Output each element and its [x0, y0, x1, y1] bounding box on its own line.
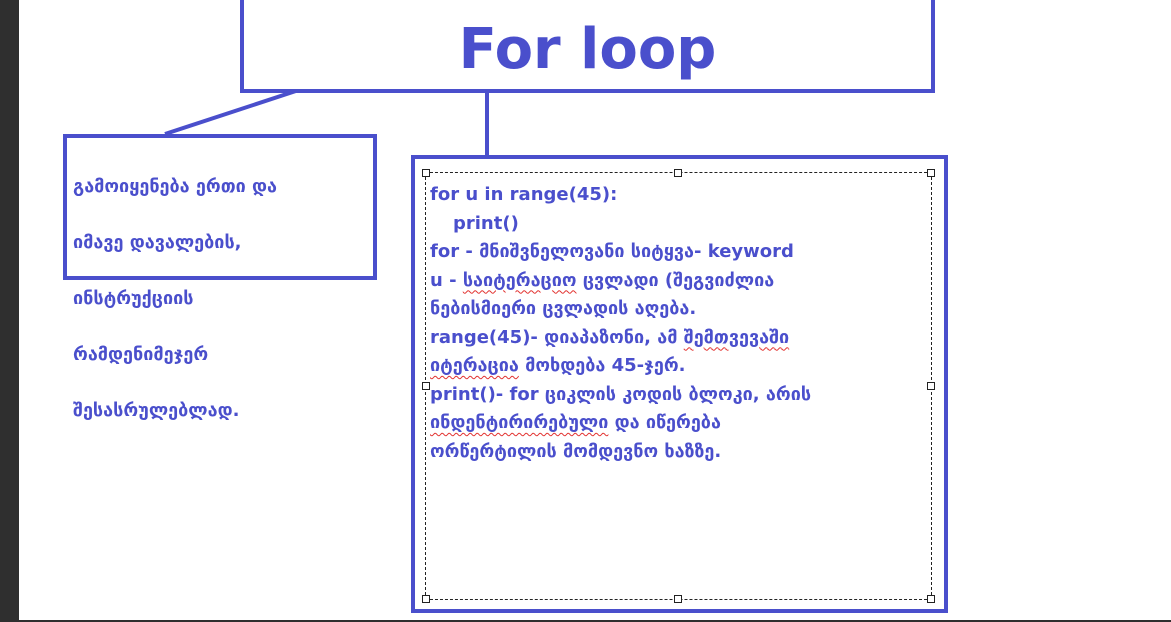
explanation-line-any-variable: ნებისმიერი ცვლადის აღება. — [430, 298, 697, 319]
explanation-line-for: for - მნიშვნელოვანი სიტყვა- keyword — [430, 241, 794, 262]
code-explanation-box[interactable]: for u in range(45): print() for - მნიშვნ… — [411, 155, 948, 613]
note-text: გამოიყენება ერთი და იმავე დავალების, ინს… — [73, 145, 367, 453]
resize-handle-bottom-left[interactable] — [422, 595, 430, 603]
note-line: გამოიყენება ერთი და — [73, 176, 278, 197]
explanation-line-indent: ინდენტირირებული და იწერება — [430, 409, 930, 438]
selection-frame — [422, 169, 935, 603]
note-line: ინსტრუქციის — [73, 288, 194, 309]
resize-handle-top-left[interactable] — [422, 169, 430, 177]
resize-handle-middle-right[interactable] — [927, 382, 935, 390]
text-segment: ცვლადი (შეგვიძლია — [576, 269, 775, 291]
page-title: For loop — [458, 17, 717, 82]
window-bottom-border — [0, 620, 1171, 622]
resize-handle-top-center[interactable] — [674, 169, 682, 177]
resize-handle-top-right[interactable] — [927, 169, 935, 177]
note-line: იმავე დავალების, — [73, 232, 242, 253]
misspelled-word: იტერაცია — [430, 355, 519, 376]
misspelled-word: საიტერაციო — [462, 269, 577, 291]
explanation-line-range: range(45)- დიაპაზონი, ამ შემთვევაში — [430, 324, 930, 353]
code-line-print-call: print() — [453, 212, 519, 234]
resize-handle-bottom-right[interactable] — [927, 595, 935, 603]
text-segment: range(45)- დიაპაზონი, ამ — [430, 326, 684, 348]
title-box[interactable]: For loop — [240, 0, 935, 93]
note-line: შესასრულებლად. — [73, 400, 240, 421]
resize-handle-bottom-center[interactable] — [674, 595, 682, 603]
text-segment: და იწერება — [608, 412, 721, 433]
explanation-line-u: u - საიტერაციო ცვლადი (შეგვიძლია — [430, 267, 930, 296]
note-line: რამდენიმეჯერ — [73, 344, 209, 365]
connector-to-note — [164, 85, 309, 136]
explanation-line-iteration: იტერაცია მოხდება 45-ჯერ. — [430, 352, 930, 381]
code-text-content[interactable]: for u in range(45): print() for - მნიშვნ… — [430, 181, 930, 466]
misspelled-word: ინდენტირირებული — [430, 412, 609, 433]
misspelled-word: შემთვევაში — [683, 326, 790, 348]
code-line-loop-header: for u in range(45): — [430, 184, 618, 205]
explanation-line-print: print()- for ციკლის კოდის ბლოკი, არის — [430, 383, 812, 405]
note-box[interactable]: გამოიყენება ერთი და იმავე დავალების, ინს… — [63, 134, 377, 421]
text-segment: u - — [430, 269, 463, 291]
resize-handle-middle-left[interactable] — [422, 382, 430, 390]
explanation-line-colon: ორწერტილის მომდევნო ხაზზე. — [430, 440, 722, 462]
text-segment: მოხდება 45-ჯერ. — [518, 355, 686, 376]
window-left-border — [0, 0, 19, 622]
